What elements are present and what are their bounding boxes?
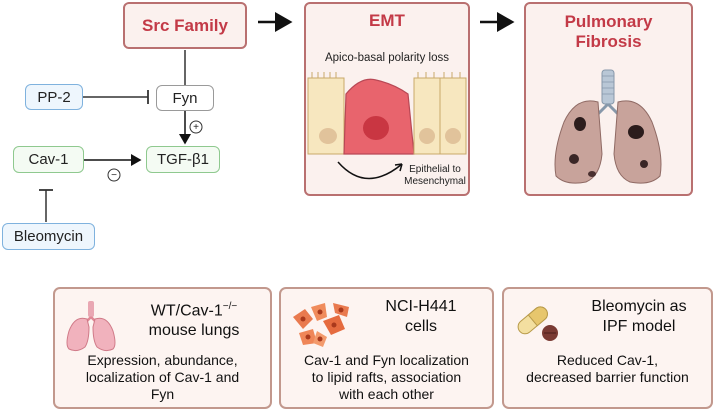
- emt-box: EMT Apico-basal polarity loss Epithelial…: [304, 2, 470, 196]
- capsule-pill-icon: [517, 306, 558, 341]
- emt-arrow-label: Epithelial to Mesenchymal: [398, 164, 472, 188]
- card2-text-line3: with each other: [339, 386, 434, 402]
- card2-text-line2: to lipid rafts, association: [311, 369, 462, 385]
- card1-title: WT/Cav-1−/− mouse lungs: [119, 297, 269, 341]
- card1-text-line2: localization of Cav-1 and: [85, 369, 240, 385]
- bleomycin-node: Bleomycin: [2, 223, 95, 250]
- fibrosis-box: Pulmonary Fibrosis: [524, 2, 693, 196]
- card-nci-h441-cells: NCI-H441 cells Cav-1 and Fyn localizatio…: [279, 287, 494, 409]
- fyn-label: Fyn: [172, 89, 198, 107]
- cav1-label: Cav-1: [28, 151, 69, 168]
- tgf-beta1-node: TGF-β1: [146, 146, 220, 173]
- card1-text: Expression, abundance, localization of C…: [57, 352, 268, 403]
- src-family-box: Src Family: [123, 2, 247, 49]
- cav1-node: Cav-1: [13, 146, 84, 173]
- card1-title-sup: −/−: [222, 301, 238, 312]
- epithelial-cells-icon: [307, 72, 467, 180]
- card-mouse-lungs: WT/Cav-1−/− mouse lungs Expression, abun…: [53, 287, 272, 409]
- plus-sign: +: [193, 121, 199, 133]
- emt-arrow-label-line1: Epithelial to: [409, 164, 461, 175]
- lungs-icon: [66, 301, 116, 352]
- fyn-node: Fyn: [156, 85, 214, 111]
- pp2-node: PP-2: [25, 84, 83, 110]
- emt-arrow-label-line2: Mesenchymal: [404, 176, 466, 187]
- card2-text-line1: Cav-1 and Fyn localization: [304, 352, 469, 368]
- card2-title-line1: NCI-H441: [385, 298, 457, 315]
- src-family-label: Src Family: [142, 15, 228, 35]
- card3-title-line2: IPF model: [602, 318, 676, 335]
- card2-text: Cav-1 and Fyn localization to lipid raft…: [283, 352, 490, 403]
- card2-title-line2: cells: [404, 318, 437, 335]
- pp2-label: PP-2: [37, 88, 71, 106]
- card1-text-line1: Expression, abundance,: [87, 352, 238, 368]
- card3-text-line1: Reduced Cav-1,: [556, 352, 659, 368]
- minus-badge: [107, 168, 121, 182]
- card3-text-line2: decreased barrier function: [526, 369, 689, 385]
- cells-icon: [293, 303, 349, 347]
- minus-sign: −: [111, 169, 117, 181]
- card-bleomycin-ipf-model: Bleomycin as IPF model Reduced Cav-1, de…: [502, 287, 713, 409]
- card3-title: Bleomycin as IPF model: [568, 297, 710, 337]
- bleomycin-label: Bleomycin: [13, 228, 84, 245]
- card1-title-line1: WT/Cav-1: [150, 302, 223, 320]
- card1-text-line3: Fyn: [150, 386, 175, 402]
- card3-text: Reduced Cav-1, decreased barrier functio…: [506, 352, 709, 386]
- card3-title-line1: Bleomycin as: [591, 298, 687, 315]
- fibrosis-title-line1: Pulmonary: [564, 12, 653, 31]
- fibrosis-title: Pulmonary Fibrosis: [526, 12, 691, 52]
- plus-badge: [189, 120, 203, 134]
- tgf-beta1-label: TGF-β1: [157, 151, 209, 168]
- emt-title: EMT: [369, 11, 405, 30]
- card2-title: NCI-H441 cells: [351, 297, 491, 337]
- fibrosis-title-line2: Fibrosis: [575, 32, 642, 51]
- emt-subtitle: Apico-basal polarity loss: [324, 52, 449, 64]
- card1-title-line2: mouse lungs: [148, 322, 240, 340]
- fibrotic-lung-icon: [554, 69, 662, 184]
